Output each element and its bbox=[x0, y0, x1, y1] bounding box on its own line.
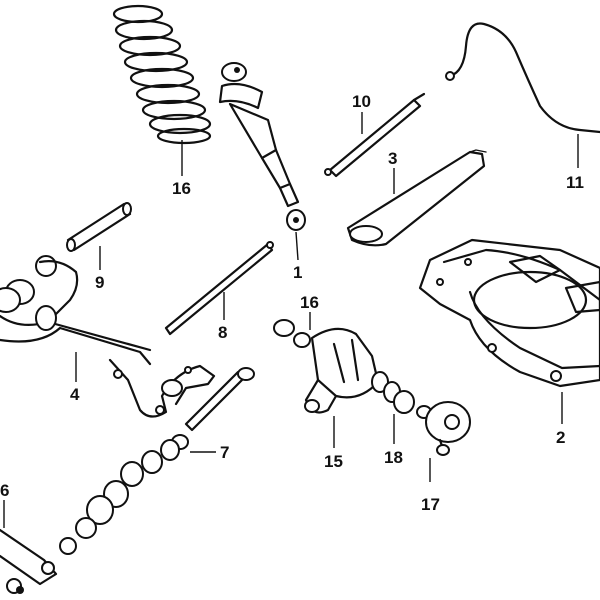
pin-9-part bbox=[66, 202, 132, 252]
callout-labels: 16 1 10 3 11 9 8 4 7 6 16 15 18 17 2 bbox=[0, 92, 584, 514]
callout-3: 3 bbox=[388, 149, 397, 168]
callout-6: 6 bbox=[0, 481, 9, 500]
callout-7: 7 bbox=[220, 443, 229, 462]
bushing-stack-part bbox=[59, 439, 180, 555]
rod-8-part bbox=[164, 241, 274, 336]
rod-10-part bbox=[324, 92, 426, 178]
callout-8: 8 bbox=[218, 323, 227, 342]
callout-4: 4 bbox=[70, 385, 80, 404]
control-arm-3-part bbox=[346, 149, 487, 247]
callout-14: 16 bbox=[172, 179, 191, 198]
bolt-7-part bbox=[171, 367, 255, 450]
leader-lines bbox=[3, 112, 579, 528]
coil-spring-part bbox=[112, 4, 212, 145]
link-6-part bbox=[0, 528, 58, 594]
stabilizer-bar-part bbox=[445, 22, 600, 134]
callout-15: 15 bbox=[324, 452, 343, 471]
mount-15-part bbox=[273, 319, 380, 414]
callout-10: 10 bbox=[352, 92, 371, 111]
subframe-2-part bbox=[418, 238, 600, 388]
callout-2: 2 bbox=[556, 428, 565, 447]
hub-17-part bbox=[416, 401, 471, 456]
callout-9: 9 bbox=[95, 273, 104, 292]
shock-absorber-part bbox=[218, 62, 306, 231]
callout-17: 17 bbox=[421, 495, 440, 514]
callout-1: 1 bbox=[293, 263, 302, 282]
bushing-18-part bbox=[371, 371, 415, 414]
callout-16: 16 bbox=[300, 293, 319, 312]
cross-member-4-part bbox=[0, 255, 216, 418]
callout-18: 18 bbox=[384, 448, 403, 467]
callout-11: 11 bbox=[566, 173, 584, 192]
